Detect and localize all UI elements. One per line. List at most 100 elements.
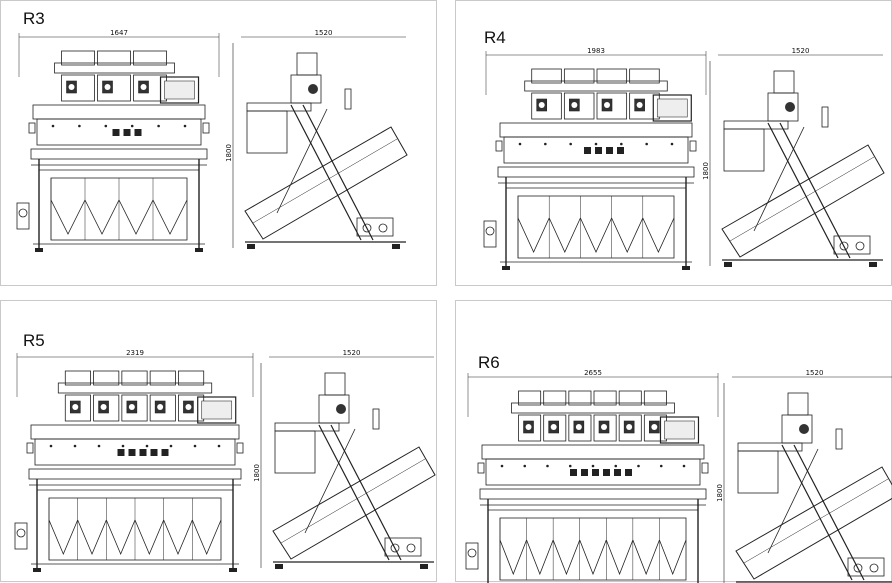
rivet: [121, 444, 125, 448]
reject-outlet: [191, 519, 222, 556]
reject-outlet: [84, 199, 120, 235]
channel-hopper: [543, 390, 567, 406]
diagonal-strut: [767, 122, 839, 259]
channel-hopper: [178, 370, 205, 386]
width-dimension-label: 2655: [584, 369, 602, 377]
outlet-housing: [517, 195, 675, 259]
foot: [247, 244, 255, 249]
foot: [33, 568, 41, 572]
upper-frame: [481, 444, 705, 460]
reject-outlet: [579, 539, 607, 576]
channel-box: [543, 414, 567, 442]
width-dimension-label: 1647: [110, 29, 128, 37]
reject-outlet: [580, 217, 612, 253]
control-button: [112, 129, 120, 136]
channel-box: [61, 74, 95, 102]
reject-outlet: [105, 519, 136, 556]
control-panel: [36, 118, 202, 146]
rivet: [518, 142, 522, 146]
model-label: R3: [23, 9, 45, 28]
channel-hopper: [568, 390, 592, 406]
rivet: [620, 142, 623, 146]
upper-frame: [499, 122, 693, 138]
control-button: [139, 449, 147, 456]
air-filter: [16, 202, 30, 230]
reject-outlet: [118, 199, 154, 235]
control-button: [134, 129, 142, 136]
rivet: [51, 124, 55, 128]
rivet: [568, 464, 572, 468]
channel-box: [518, 414, 542, 442]
reject-outlet: [134, 519, 165, 556]
foot: [195, 248, 203, 252]
channel-hopper: [643, 390, 667, 406]
chute: [721, 144, 885, 258]
height-dimension-label: 1800: [225, 144, 233, 162]
handle: [344, 88, 352, 110]
depth-dimension-label: 1520: [806, 369, 824, 377]
foot: [420, 564, 428, 569]
height-dimension-label: 1800: [702, 162, 710, 180]
rivet: [217, 444, 221, 448]
air-filter: [483, 220, 497, 248]
control-panel: [485, 458, 701, 486]
channel-box: [618, 414, 642, 442]
side-view: 1520 1800: [716, 369, 892, 583]
ejector-unit: [356, 217, 394, 237]
rivet: [546, 464, 549, 468]
electrical-box: [723, 128, 765, 172]
control-button: [625, 469, 632, 476]
diagonal-strut: [779, 122, 851, 259]
channel-hopper: [133, 50, 167, 66]
diagonal-strut: [793, 444, 865, 581]
channel-box: [121, 394, 148, 422]
foot: [275, 564, 283, 569]
diagonal-strut: [302, 104, 374, 241]
control-button: [581, 469, 588, 476]
tray-frame: [479, 488, 707, 500]
rivet: [73, 444, 77, 448]
foot: [724, 262, 732, 267]
reject-outlet: [642, 217, 675, 253]
channel-hopper: [563, 68, 595, 84]
channel-hopper: [64, 370, 91, 386]
side-hopper: [787, 392, 809, 416]
tray-frame: [30, 148, 208, 160]
upper-frame: [30, 424, 240, 440]
air-filter: [14, 522, 28, 550]
diagonal-strut: [781, 444, 853, 581]
camera-icon: [308, 84, 318, 94]
rivet: [614, 464, 618, 468]
channel-hopper: [618, 390, 642, 406]
channel-box: [64, 394, 91, 422]
rivet: [659, 464, 663, 468]
reject-outlet: [499, 539, 527, 576]
control-button: [117, 449, 125, 456]
touch-screen: [659, 416, 700, 444]
channel-box: [97, 74, 131, 102]
side-hopper: [324, 372, 346, 396]
reject-outlet: [632, 539, 660, 576]
channel-hopper: [531, 68, 562, 84]
reject-outlet: [548, 217, 581, 253]
channel-box: [596, 92, 628, 120]
front-view: 2319: [14, 349, 254, 572]
rivet: [183, 124, 187, 128]
outlet-housing: [499, 517, 687, 581]
hopper-rail: [511, 402, 675, 414]
reject-outlet: [552, 539, 581, 576]
control-button: [161, 449, 169, 456]
control-button: [584, 147, 591, 154]
control-button: [592, 469, 599, 476]
control-button: [606, 147, 613, 154]
reject-outlet: [163, 519, 193, 556]
height-dimension-label: 1800: [716, 484, 724, 502]
front-view: 1647: [16, 29, 220, 252]
touch-screen: [159, 76, 200, 104]
control-button: [570, 469, 577, 476]
